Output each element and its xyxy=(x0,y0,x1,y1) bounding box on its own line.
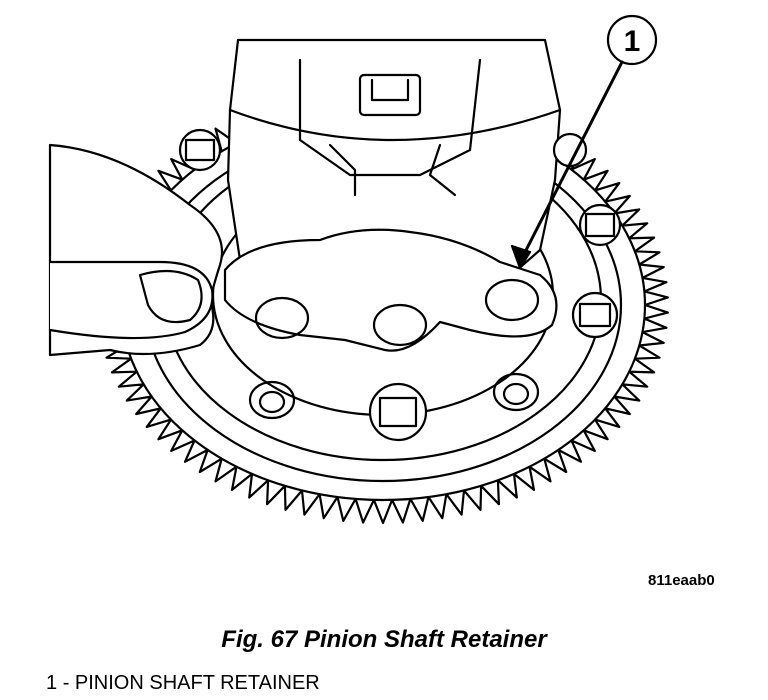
bolt-hole xyxy=(258,390,286,414)
case-rib xyxy=(428,143,457,197)
differential-illustration: 1 xyxy=(48,14,669,525)
case-rib xyxy=(328,143,357,197)
bolt-hole xyxy=(492,372,540,412)
callout-arrowhead xyxy=(510,244,532,270)
legend-separator: - xyxy=(62,672,75,694)
retainer-hole-left xyxy=(254,296,310,340)
image-code: 811eaab0 xyxy=(648,572,715,589)
pinion-shaft-end xyxy=(358,73,422,117)
finger xyxy=(48,260,214,340)
bolt-hole xyxy=(502,382,530,406)
pinion-shaft-bolt xyxy=(370,78,410,102)
legend-item: 1 - PINION SHAFT RETAINER xyxy=(46,672,320,695)
thumbnail xyxy=(138,269,203,324)
case-edge xyxy=(228,108,562,142)
bolt-hole xyxy=(248,380,296,420)
callout-leader xyxy=(518,60,624,264)
retainer-hole-center xyxy=(372,303,428,347)
retainer-hole-right xyxy=(484,278,540,322)
callout-number: 1 xyxy=(624,25,641,58)
case-window xyxy=(298,58,482,177)
figure-caption: Fig. 67 Pinion Shaft Retainer xyxy=(221,626,547,653)
legend-number: 1 xyxy=(46,672,58,694)
legend-text: PINION SHAFT RETAINER xyxy=(74,672,320,694)
callout-circle xyxy=(606,14,658,66)
